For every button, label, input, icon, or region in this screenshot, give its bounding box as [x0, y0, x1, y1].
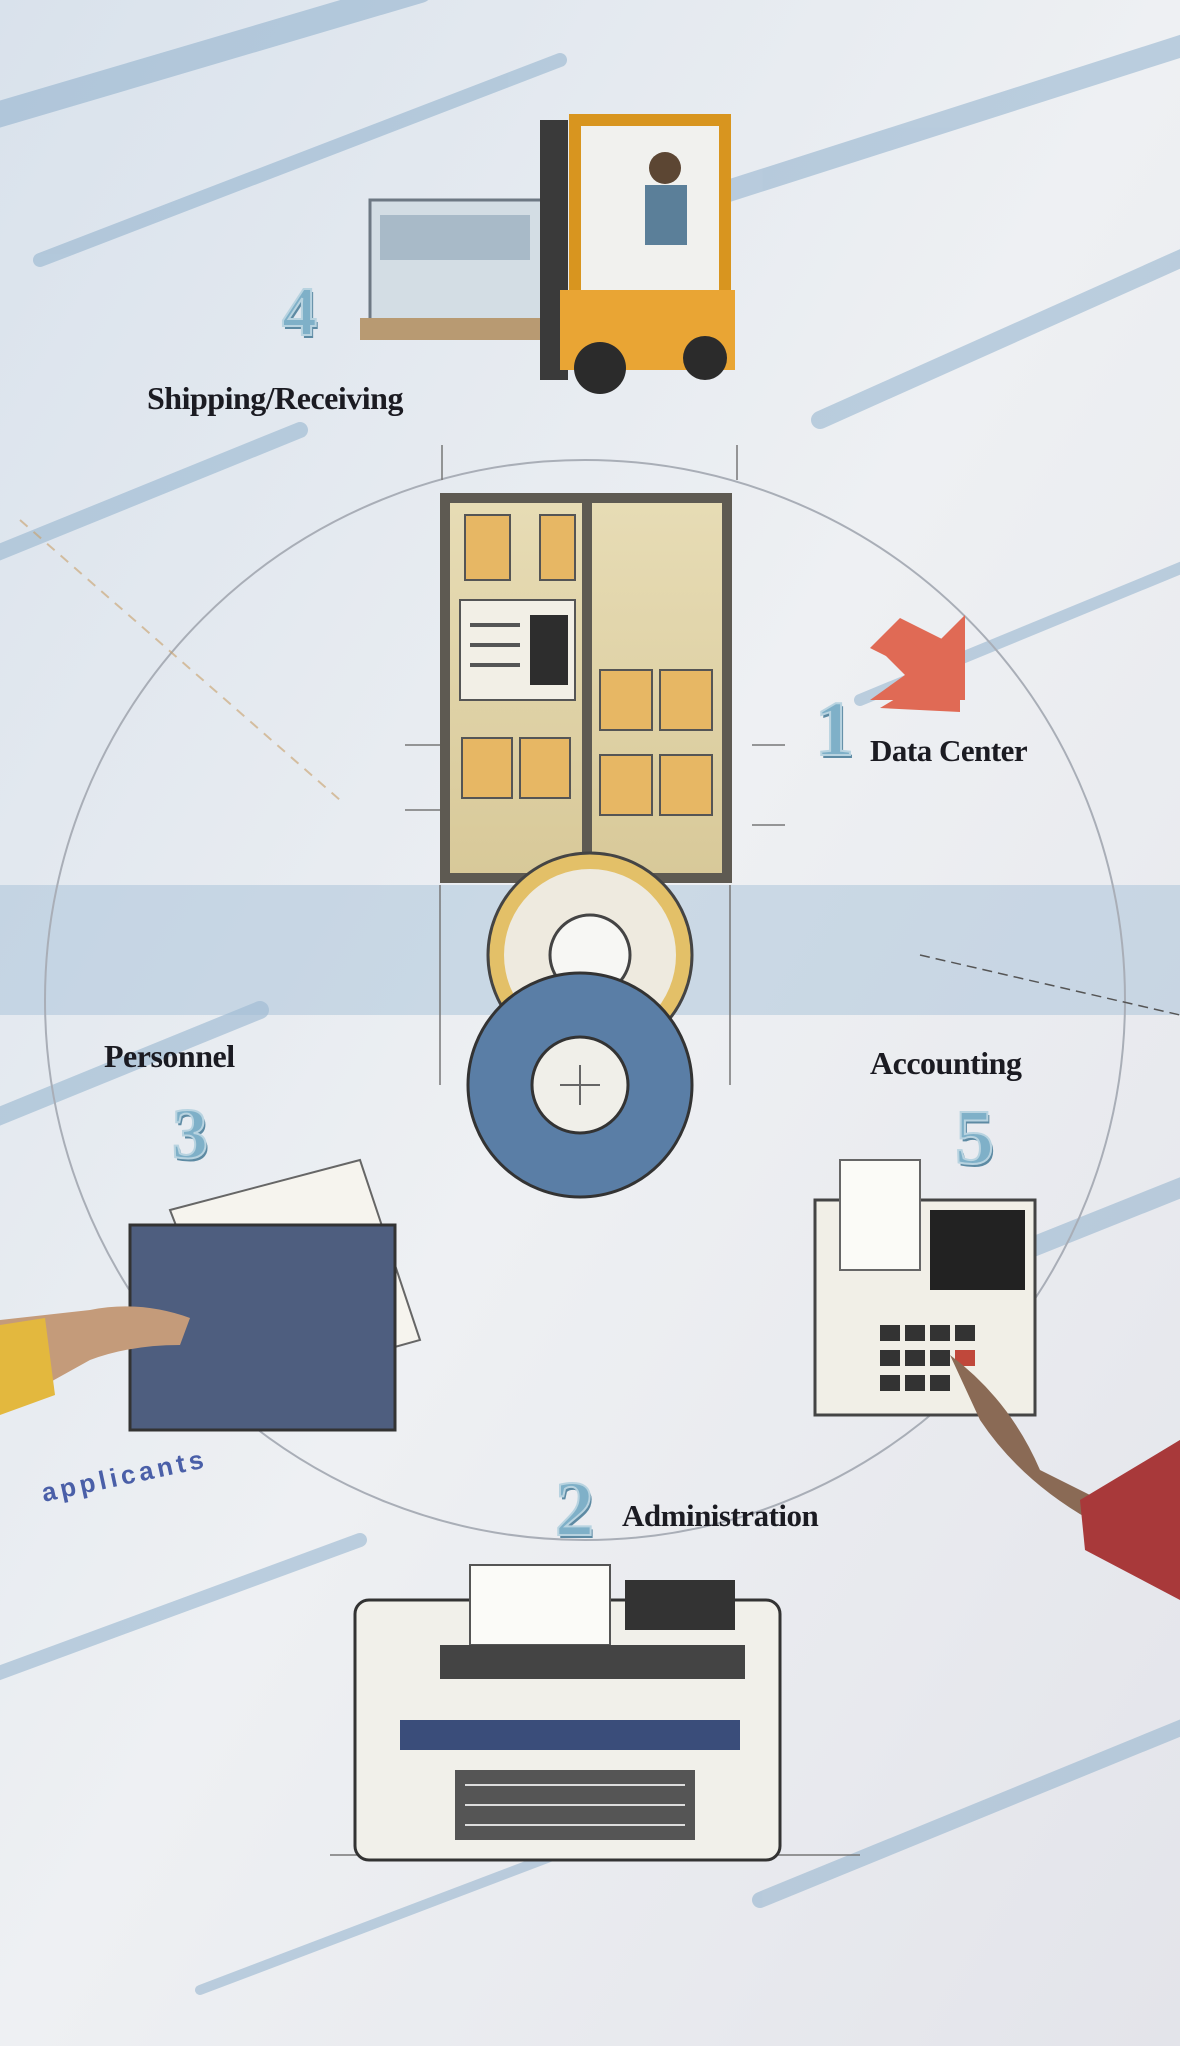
- department-number: 2: [554, 1465, 595, 1552]
- department-label-administration: Administration: [622, 1498, 819, 1533]
- file-folder-illustration: [0, 1158, 422, 1432]
- department-label-data-center: Data Center: [870, 733, 1028, 768]
- department-label-personnel: Personnel: [104, 1038, 235, 1074]
- department-number: 4: [281, 274, 318, 351]
- department-label-accounting: Accounting: [870, 1045, 1022, 1081]
- department-number: 1: [814, 685, 855, 772]
- forklift-illustration: [360, 114, 735, 394]
- department-label-shipping-receiving: Shipping/Receiving: [147, 380, 403, 416]
- tape-reels-illustration: [466, 851, 694, 1199]
- department-number: 5: [954, 1093, 995, 1180]
- calculator-illustration: [813, 1159, 1180, 1600]
- typewriter-illustration: [353, 1564, 782, 1862]
- department-number: 3: [171, 1094, 209, 1174]
- computer-cabinet-illustration: [440, 493, 732, 883]
